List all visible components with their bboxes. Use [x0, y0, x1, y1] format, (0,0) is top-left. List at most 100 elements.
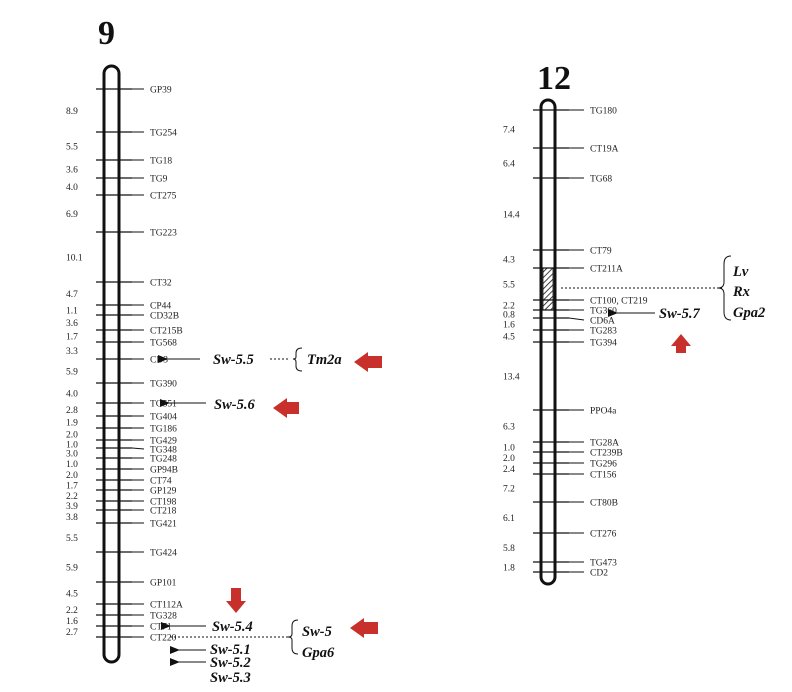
marker-label-ct79: CT79: [590, 247, 612, 257]
marker-label-tg404: TG404: [150, 413, 177, 423]
distance-label: 13.4: [503, 373, 520, 383]
distance-label: 3.8: [66, 513, 78, 523]
distance-label: 1.0: [66, 460, 78, 470]
distance-label: 1.6: [66, 617, 78, 627]
distance-label: 5.9: [66, 368, 78, 378]
distance-label: 2.8: [66, 406, 78, 416]
chromosome-9: 9 8.95.53.64.06.910.14.71.13.61.73.35.94…: [66, 15, 382, 686]
gene-label-sw-5-1: Sw-5.1: [210, 642, 251, 658]
marker-label-tg424: TG424: [150, 549, 177, 559]
chromosome-12-title: 12: [537, 60, 571, 97]
marker-label-tg390: TG390: [150, 380, 177, 390]
marker-label-ct19a: CT19A: [590, 145, 619, 155]
brace-sw-5-gpa6: [287, 619, 299, 655]
marker-label-cp44: CP44: [150, 302, 171, 312]
marker-label-gp94b: GP94B: [150, 466, 178, 476]
distance-label: 14.4: [503, 211, 520, 221]
distance-label: 1.6: [503, 321, 515, 331]
marker-label-tg348: TG348: [150, 446, 177, 456]
marker-label-ct100-ct219: CT100, CT219: [590, 297, 648, 307]
highlight-arrow-sw-5-4: [226, 588, 246, 613]
chromosome-9-marker-ticks: [96, 88, 145, 638]
distance-label: 6.4: [503, 160, 515, 170]
distance-label: 0.8: [503, 311, 515, 321]
marker-label-tg551: TG551: [150, 400, 177, 410]
distance-label: 5.5: [66, 534, 78, 544]
marker-label-ct215b: CT215B: [150, 327, 183, 337]
marker-label-ct32: CT32: [150, 279, 172, 289]
distance-label: 3.0: [66, 450, 78, 460]
gene-label-lv: Lv: [732, 264, 749, 280]
marker-label-tg180: TG180: [590, 107, 617, 117]
distance-label: 1.0: [503, 444, 515, 454]
marker-label-ppo4a: PPO4a: [590, 407, 617, 417]
marker-label-ct74: CT74: [150, 477, 172, 487]
distance-label: 6.9: [66, 210, 78, 220]
distance-label: 5.8: [503, 544, 515, 554]
chromosome-9-bar: [102, 64, 121, 664]
marker-label-gp39: GP39: [150, 86, 172, 96]
highlight-arrow-tm2a: [354, 352, 382, 372]
distance-label: 6.3: [503, 423, 515, 433]
distance-label: 2.2: [503, 302, 515, 312]
marker-label-tg360: TG360: [590, 307, 617, 317]
marker-label-tg429: TG429: [150, 437, 177, 447]
marker-label-tg473: TG473: [590, 559, 617, 569]
distance-label: 7.2: [503, 485, 515, 495]
marker-label-tg9: TG9: [150, 175, 168, 185]
gene-label-rx: Rx: [732, 284, 750, 300]
marker-label-tg328: TG328: [150, 612, 177, 622]
distance-label: 5.5: [503, 281, 515, 291]
marker-label-cd2: CD2: [590, 569, 608, 579]
marker-label-ct220: CT220: [150, 634, 177, 644]
highlight-arrow-sw-5-gpa6: [350, 618, 378, 638]
distance-label: 2.7: [66, 628, 78, 638]
gene-label-sw-5-4: Sw-5.4: [212, 619, 253, 635]
distance-label: 1.0: [66, 441, 78, 451]
chromosome-12-marker-ticks: [533, 109, 585, 573]
distance-label: 4.5: [503, 333, 515, 343]
gene-label-gpa2: Gpa2: [733, 305, 765, 321]
distance-label: 2.0: [503, 454, 515, 464]
distance-label: 2.4: [503, 465, 515, 475]
distance-label: 1.7: [66, 482, 78, 492]
distance-label: 4.0: [66, 183, 78, 193]
distance-label: 3.6: [66, 166, 78, 176]
marker-label-ct211a: CT211A: [590, 265, 623, 275]
marker-label-tg18: TG18: [150, 157, 172, 167]
marker-label-tg394: TG394: [590, 339, 617, 349]
chromosome-12: 12 7.46.414.44.35.52.20.81.64.513.46.31.…: [503, 60, 765, 586]
distance-label: 3.9: [66, 502, 78, 512]
marker-label-ct239b: CT239B: [590, 449, 623, 459]
marker-label-tg186: TG186: [150, 425, 177, 435]
marker-label-tg28a: TG28A: [590, 439, 619, 449]
distance-label: 1.9: [66, 419, 78, 429]
marker-label-ct80b: CT80B: [590, 499, 618, 509]
marker-label-cd3: CD3: [150, 356, 168, 366]
distance-label: 2.0: [66, 431, 78, 441]
brace-tm2a: [292, 347, 303, 372]
marker-label-tg68: TG68: [590, 175, 612, 185]
marker-label-gp129: GP129: [150, 487, 177, 497]
marker-label-ct276: CT276: [590, 530, 617, 540]
marker-label-tg223: TG223: [150, 229, 177, 239]
distance-label: 1.1: [66, 307, 78, 317]
marker-label-tg568: TG568: [150, 339, 177, 349]
distance-label: 4.7: [66, 290, 78, 300]
distance-label: 2.2: [66, 606, 78, 616]
marker-label-tg296: TG296: [590, 460, 617, 470]
chromosome-9-distances: 8.95.53.64.06.910.14.71.13.61.73.35.94.0…: [66, 107, 83, 638]
gene-label-sw-5-5: Sw-5.5: [213, 352, 254, 368]
brace-lv-rx-gpa2: [717, 255, 732, 321]
gene-label-sw-5-6: Sw-5.6: [214, 397, 255, 413]
distance-label: 5.9: [66, 564, 78, 574]
marker-connector-cd6a: [568, 317, 585, 321]
gene-label-tm2a: Tm2a: [307, 352, 342, 368]
marker-label-cd6a: CD6A: [590, 317, 615, 327]
hatched-interval: [542, 267, 554, 311]
marker-label-tg283: TG283: [590, 327, 617, 337]
distance-label: 6.1: [503, 514, 515, 524]
distance-label: 1.7: [66, 333, 78, 343]
marker-label-cd32b: CD32B: [150, 312, 179, 322]
